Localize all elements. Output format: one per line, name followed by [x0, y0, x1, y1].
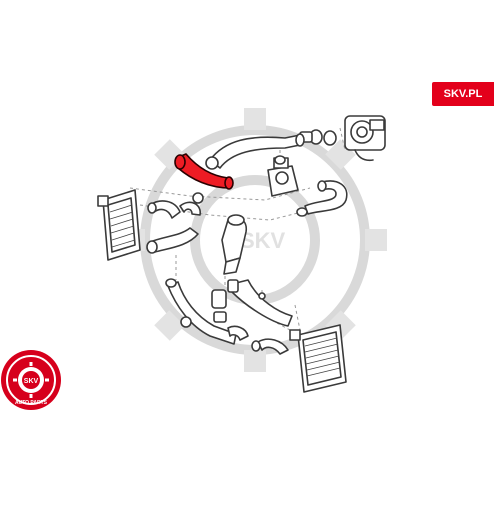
small-couplers [192, 155, 289, 355]
logo-ring-text: AUTO PARTS [15, 400, 48, 406]
lower-intercooler [289, 324, 347, 393]
watermark-text: SKV [240, 228, 286, 253]
middle-boost-pipe [227, 279, 293, 327]
left-hose-upper [147, 200, 201, 219]
lower-left-tube [165, 278, 237, 345]
center-vertical-pipe [221, 214, 248, 275]
clamps-top [299, 129, 337, 146]
red-intercooler-hose [174, 153, 234, 190]
skv-brand-badge: SKV.PL [432, 82, 494, 106]
throttle-body [344, 115, 386, 162]
right-s-hose [296, 180, 348, 217]
logo-center-text: SKV [24, 378, 39, 385]
left-hose-lower [146, 227, 199, 254]
boost-pipe [205, 133, 305, 170]
upper-intercooler [97, 189, 141, 261]
skv-auto-parts-logo: SKV AUTO PARTS [1, 350, 61, 410]
